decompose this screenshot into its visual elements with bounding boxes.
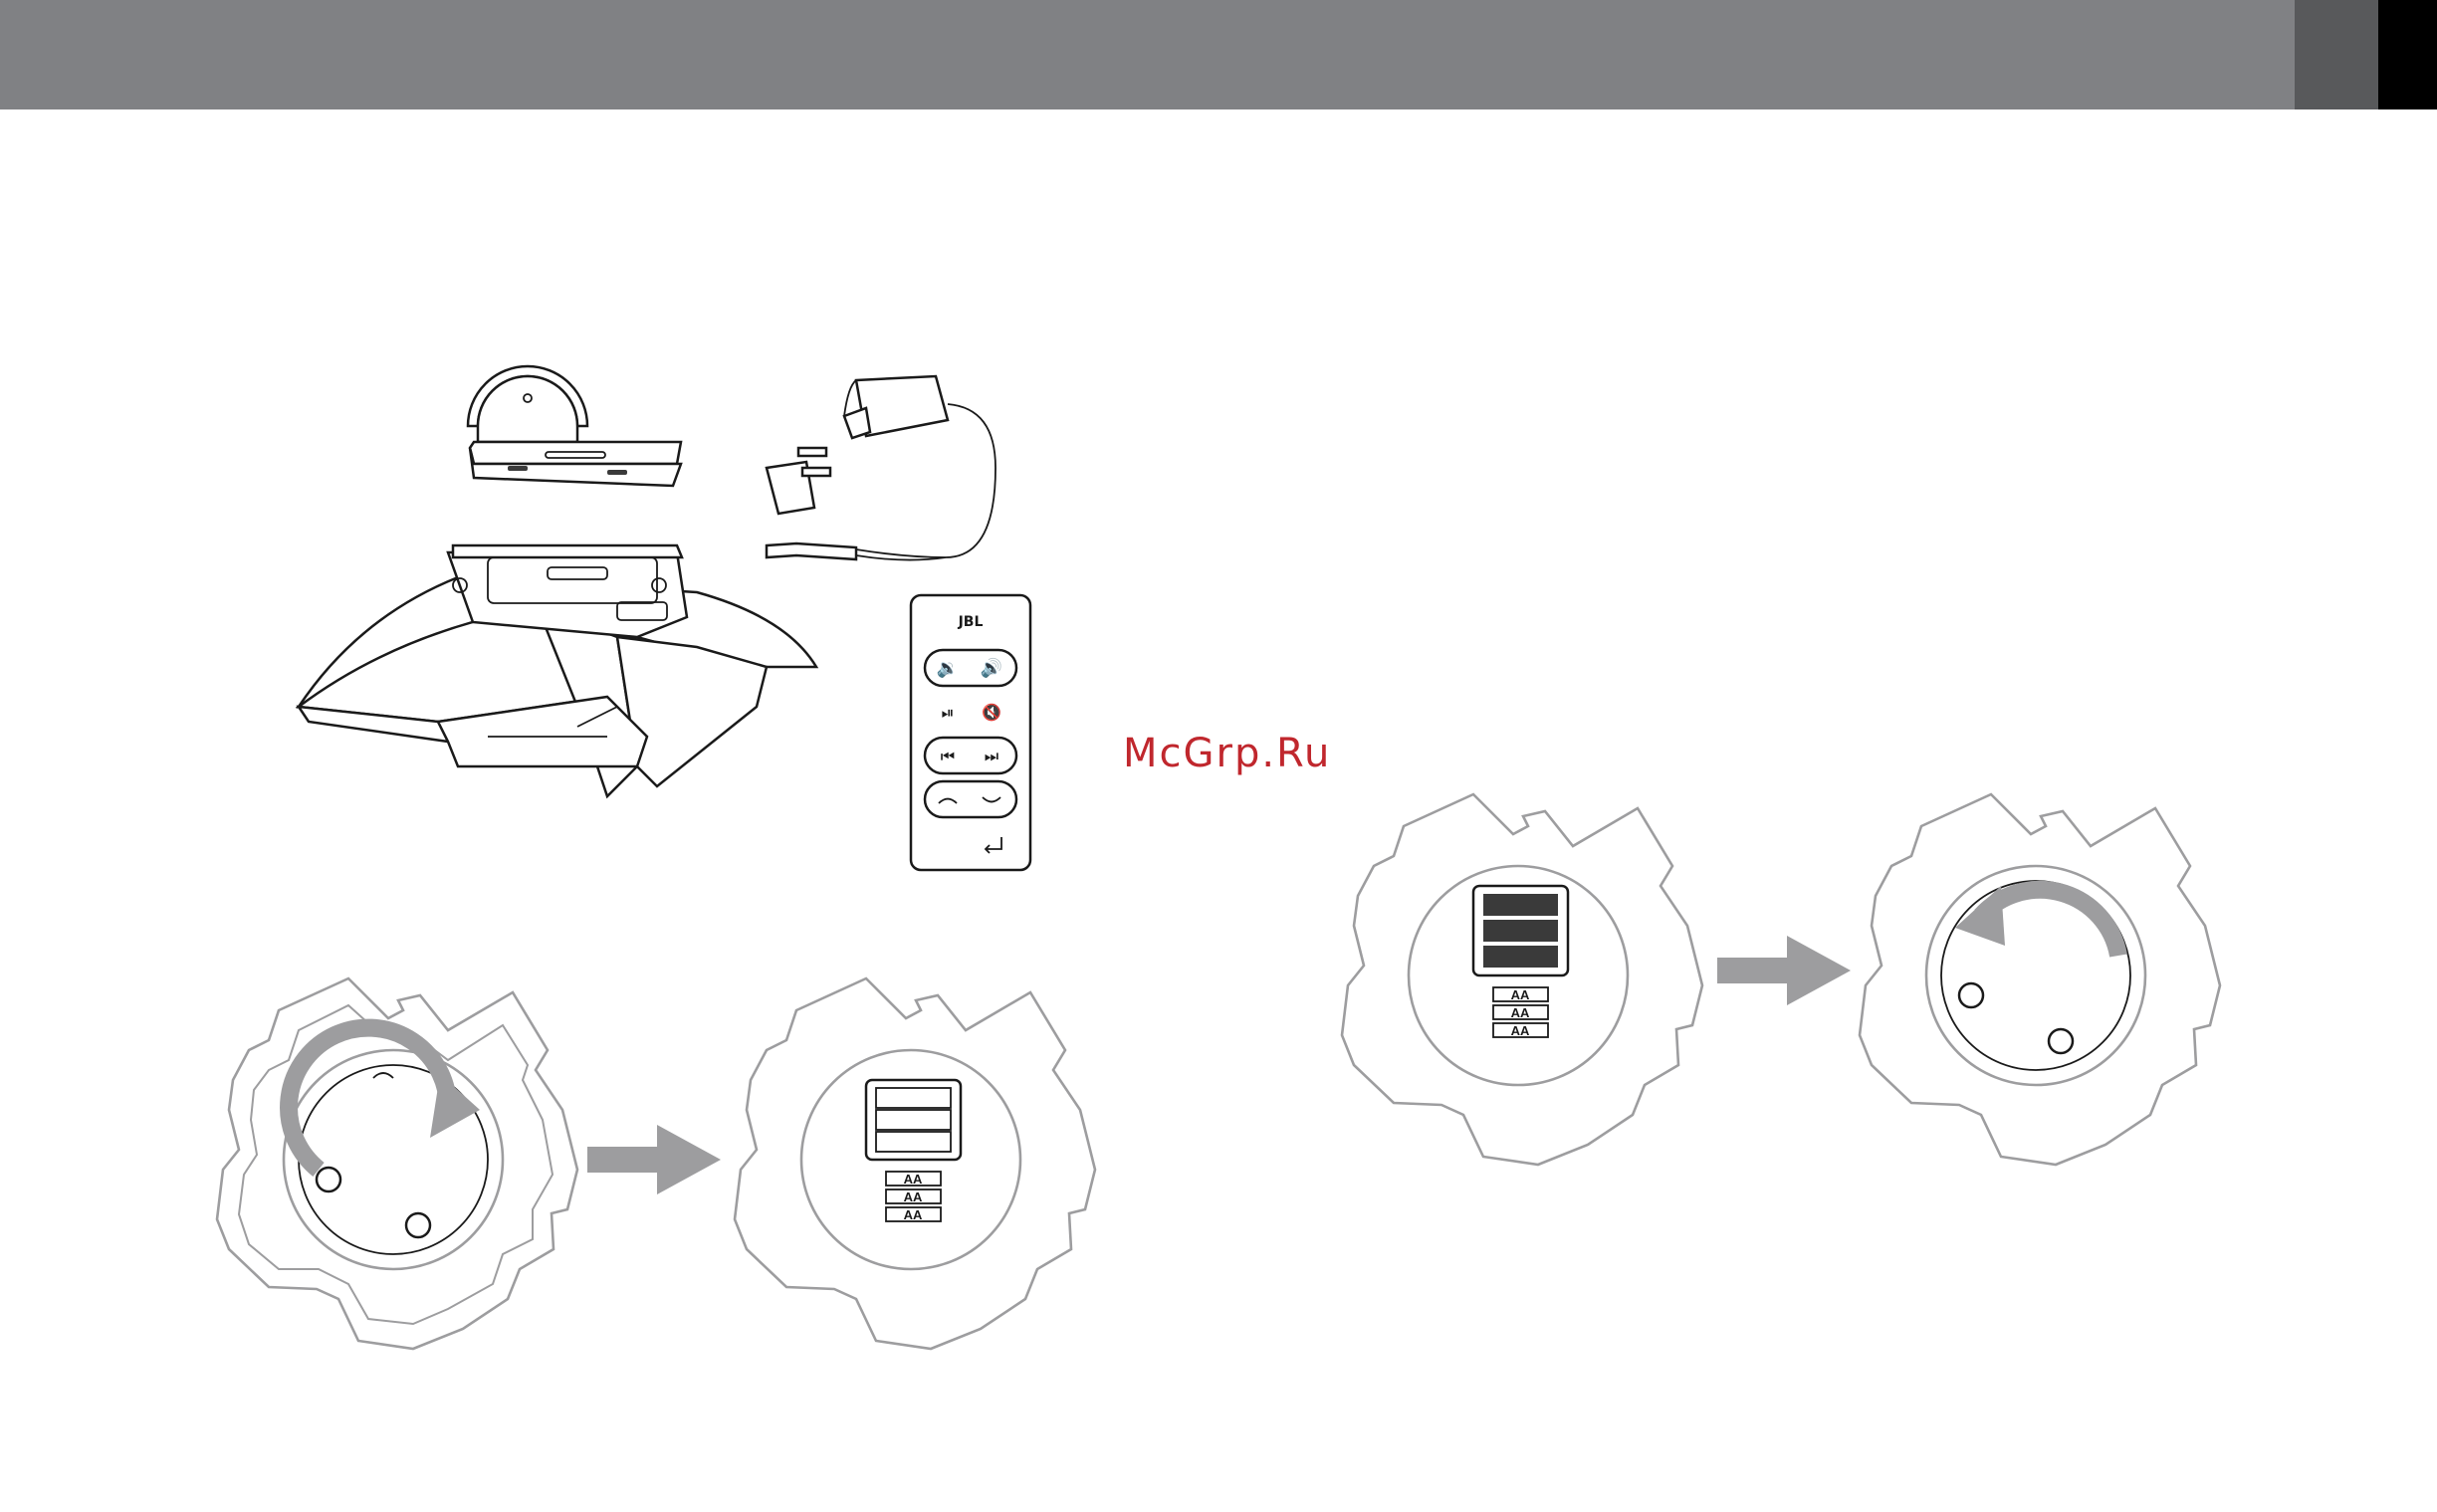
play-pause-icon: ⏯ [942,703,955,722]
battery-label-4: AA [1511,987,1530,1002]
battery-compartment-step: AA AA AA [727,971,1105,1354]
plug-blades [767,448,830,514]
battery-label-6: AA [1511,1023,1530,1038]
battery-cover-close-step [1852,786,2230,1170]
power-plug-head [844,376,948,438]
volume-up-icon: 🔊 [981,657,1002,679]
header-page-tab [2295,0,2378,109]
mute-icon: 🔇 [982,703,1001,722]
previous-track-icon: ⏮ [941,747,955,765]
header-edge-tab [2378,0,2437,109]
watermark: McGrp.Ru [1123,731,1331,776]
battery-label-3: AA [904,1207,923,1222]
remote-control-illustration: JBL 🔉 🔊 ⏯ 🔇 ⏮ ⏭ [908,592,1033,873]
battery-cover-open-step [209,971,587,1354]
battery-compartment-close-step: AA AA AA [1334,786,1712,1170]
battery-label-5: AA [1511,1005,1530,1020]
speaker-body [299,545,816,796]
dc-plug [767,543,856,559]
power-adapter-illustration [757,368,1035,587]
remote-brand-logo: JBL [958,614,984,630]
step-arrow-2-icon [1717,936,1851,1005]
step-arrow-1-icon [587,1125,721,1194]
ipod-adapter-insert [468,366,681,486]
header-bar [0,0,2437,109]
volume-down-icon: 🔉 [937,658,959,679]
speaker-dock-illustration [279,378,836,816]
battery-label-2: AA [904,1189,923,1204]
battery-label-1: AA [904,1172,923,1187]
next-track-icon: ⏭ [985,747,998,765]
